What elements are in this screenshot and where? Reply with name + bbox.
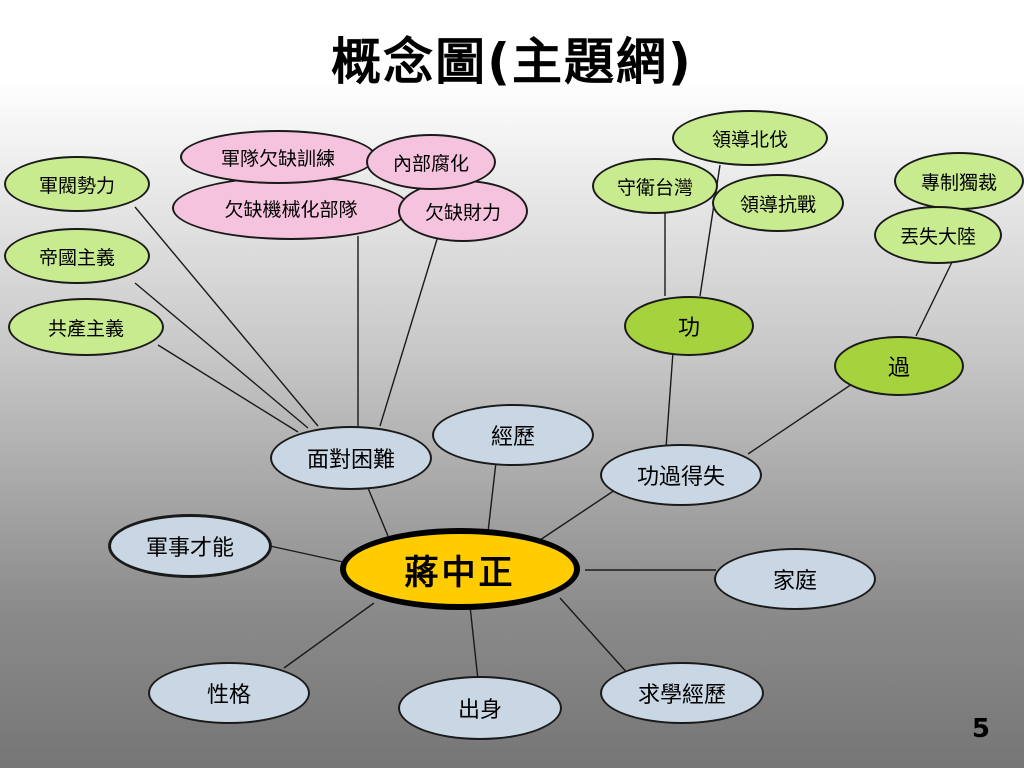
page-title: 概念圖(主題網) [331, 33, 693, 91]
connector-line [283, 602, 375, 669]
connector-line [747, 379, 859, 455]
node-label: 欠缺財力 [424, 201, 501, 224]
node-merit[interactable]: 功 [624, 296, 754, 356]
node-study-experience[interactable]: 求學經歷 [600, 662, 764, 724]
node-label: 帝國主義 [38, 246, 115, 269]
node-origin[interactable]: 出身 [398, 676, 562, 740]
node-label: 守衛台灣 [616, 176, 693, 199]
node-label: 軍事才能 [145, 536, 234, 561]
node-military-talent[interactable]: 軍事才能 [108, 514, 272, 578]
connector-line [367, 487, 389, 537]
connector-line [134, 206, 319, 427]
node-lack-funds[interactable]: 欠缺財力 [398, 180, 528, 242]
node-imperialism[interactable]: 帝國主義 [4, 228, 150, 284]
node-label: 蔣中正 [404, 552, 516, 593]
connector-line [539, 487, 619, 541]
page-number: 5 [971, 714, 990, 744]
connector-line [157, 344, 299, 433]
node-fault[interactable]: 過 [834, 336, 964, 396]
node-label: 功過得失 [636, 465, 725, 490]
node-center-chiang-kai-shek[interactable]: 蔣中正 [340, 528, 580, 610]
node-label: 功 [677, 316, 700, 341]
node-experience[interactable]: 經歷 [432, 404, 594, 466]
node-internal-corruption[interactable]: 內部腐化 [366, 134, 496, 190]
node-family[interactable]: 家庭 [714, 548, 876, 610]
connector-line [134, 282, 309, 429]
node-label: 軍隊欠缺訓練 [220, 147, 335, 170]
node-label: 專制獨裁 [920, 171, 997, 194]
connector-line [665, 351, 674, 449]
node-label: 家庭 [772, 569, 817, 594]
node-defend-taiwan[interactable]: 守衛台灣 [592, 158, 718, 214]
node-lack-training[interactable]: 軍隊欠缺訓練 [180, 130, 376, 184]
connector-line [269, 545, 344, 563]
node-label: 經歷 [490, 425, 535, 450]
node-facing-difficulties[interactable]: 面對困難 [270, 426, 432, 490]
node-communism[interactable]: 共產主義 [8, 298, 164, 356]
connector-line [379, 235, 439, 427]
node-personality[interactable]: 性格 [148, 662, 310, 724]
node-label: 領導抗戰 [739, 193, 816, 216]
connector-line [915, 257, 955, 337]
connector-line [487, 461, 497, 533]
node-label: 領導北伐 [711, 128, 788, 151]
connector-line [469, 605, 479, 681]
node-northern-expedition[interactable]: 領導北伐 [672, 110, 828, 166]
node-label: 求學經歷 [637, 683, 726, 708]
node-label: 共產主義 [47, 317, 124, 340]
node-label: 欠缺機械化部隊 [224, 198, 358, 221]
node-label: 性格 [206, 683, 251, 708]
node-dictatorship[interactable]: 專制獨裁 [894, 152, 1024, 210]
node-merits-faults[interactable]: 功過得失 [600, 444, 762, 506]
connector-line [559, 597, 631, 677]
node-lead-war[interactable]: 領導抗戰 [712, 174, 844, 232]
node-label: 軍閥勢力 [38, 174, 115, 197]
node-label: 過 [887, 356, 910, 381]
node-lose-mainland[interactable]: 丟失大陸 [874, 206, 1002, 264]
node-label: 內部腐化 [392, 152, 469, 175]
node-lack-mechanization[interactable]: 欠缺機械化部隊 [172, 176, 410, 240]
node-label: 出身 [457, 698, 502, 723]
node-label: 丟失大陸 [899, 225, 976, 248]
node-label: 面對困難 [306, 448, 395, 473]
node-warlords[interactable]: 軍閥勢力 [4, 156, 150, 212]
